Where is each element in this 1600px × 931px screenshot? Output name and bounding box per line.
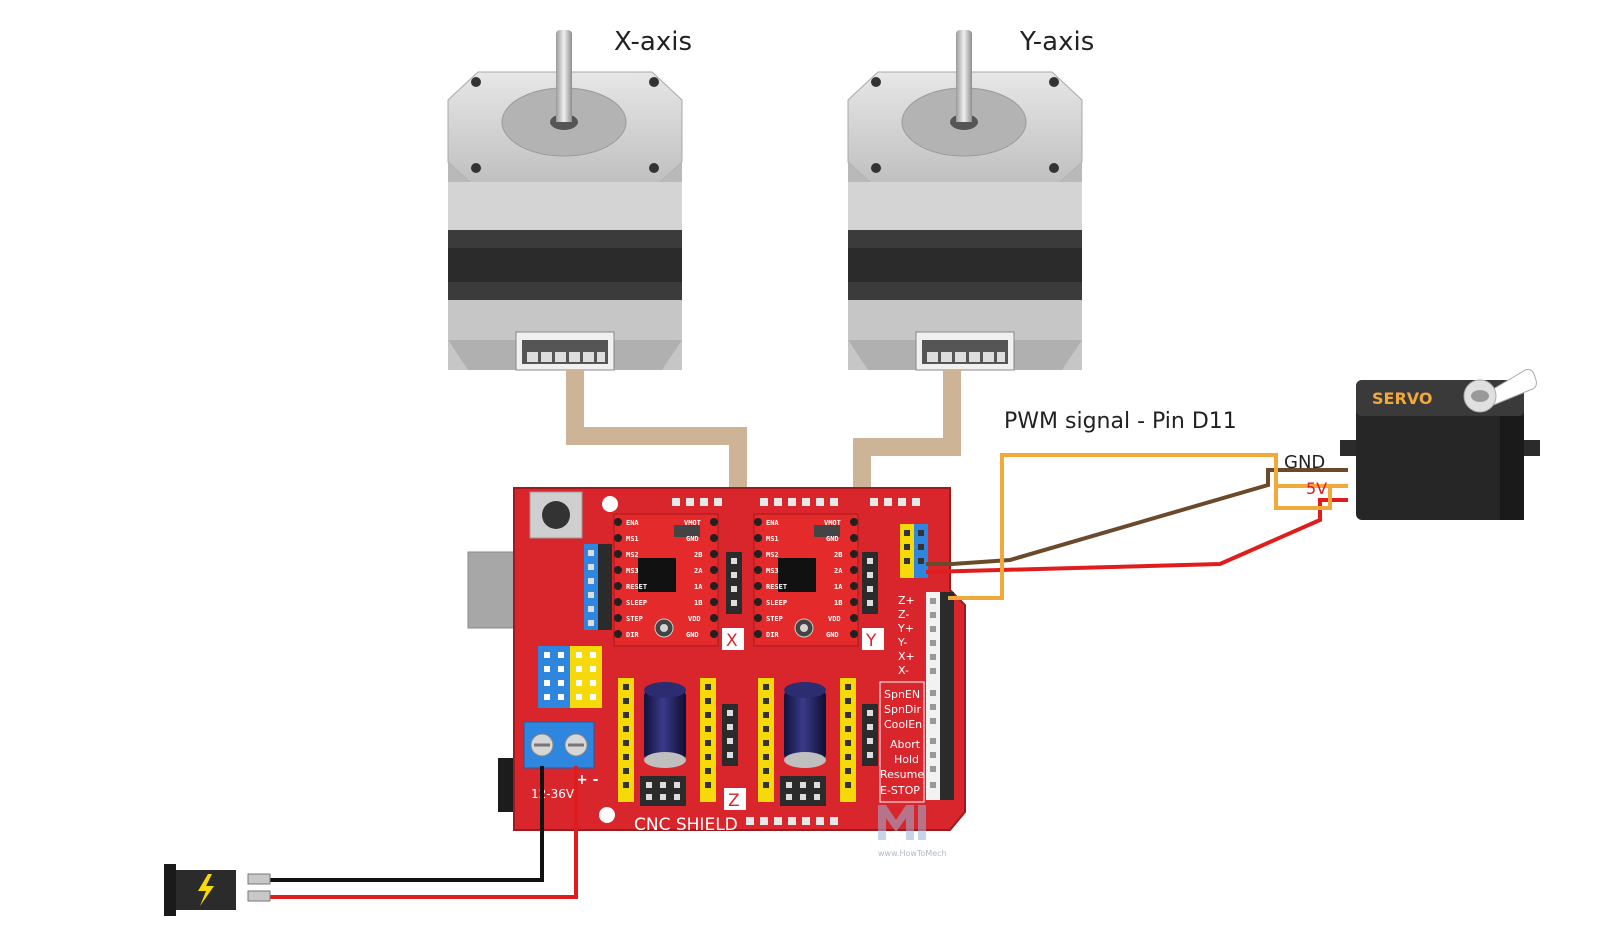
svg-text:Z-: Z-: [898, 608, 909, 621]
reset-button-cap: [542, 501, 570, 529]
driver-z-label: Z: [728, 791, 740, 811]
svg-text:RESET: RESET: [766, 583, 787, 591]
control-labels: SpnEN SpnDir CoolEn Abort Hold Resume E-…: [880, 688, 924, 797]
5v-label: 5V: [1306, 479, 1327, 498]
svg-text:STEP: STEP: [766, 615, 783, 623]
servo-signal-wire: [948, 453, 1348, 600]
svg-text:1B: 1B: [834, 599, 842, 607]
svg-text:SLEEP: SLEEP: [626, 599, 647, 607]
svg-text:GND: GND: [686, 631, 699, 639]
svg-text:1A: 1A: [694, 583, 703, 591]
servo-5v-wire: [925, 498, 1348, 574]
svg-text:SpnEN: SpnEN: [884, 688, 920, 701]
howtomech-watermark: www.HowToMech: [878, 805, 947, 858]
x-axis-label: X-axis: [614, 27, 692, 57]
power-wire-positive: [270, 766, 578, 899]
driver-x-label: X: [726, 631, 738, 651]
servo-brand: SERVO: [1372, 389, 1432, 408]
svg-text:GND: GND: [826, 631, 839, 639]
svg-text:www.HowToMech: www.HowToMech: [878, 849, 947, 858]
svg-text:VDD: VDD: [688, 615, 701, 623]
pwm-signal-label: PWM signal - Pin D11: [1004, 409, 1237, 434]
svg-text:E-STOP: E-STOP: [880, 784, 920, 797]
svg-text:X-: X-: [898, 664, 909, 677]
svg-text:DIR: DIR: [626, 631, 639, 639]
svg-text:DIR: DIR: [766, 631, 779, 639]
lightning-icon: [198, 874, 214, 906]
svg-text:VDD: VDD: [828, 615, 841, 623]
svg-text:SpnDir: SpnDir: [884, 703, 921, 716]
svg-text:2A: 2A: [694, 567, 703, 575]
svg-text:RESET: RESET: [626, 583, 647, 591]
svg-text:VMOT: VMOT: [684, 519, 701, 527]
svg-text:1B: 1B: [694, 599, 702, 607]
svg-text:GND: GND: [686, 535, 699, 543]
svg-text:X+: X+: [898, 650, 915, 663]
capacitor-1: [644, 682, 686, 768]
shield-title: CNC SHIELD: [634, 815, 738, 835]
svg-text:MS2: MS2: [766, 551, 779, 559]
endstop-labels: Z+ Z- Y+ Y- X+ X-: [897, 594, 915, 677]
driver-y-label: Y: [865, 631, 877, 651]
svg-text:SLEEP: SLEEP: [766, 599, 787, 607]
svg-text:ENA: ENA: [626, 519, 639, 527]
stepper-motor-y: [847, 30, 1083, 371]
svg-text:GND: GND: [826, 535, 839, 543]
svg-text:MS2: MS2: [626, 551, 639, 559]
y-axis-label: Y-axis: [1019, 27, 1094, 57]
svg-text:1A: 1A: [834, 583, 843, 591]
power-wire-negative: [270, 766, 544, 882]
cnc-shield-board: 12-36V + - ENA MS1 MS2 MS3 RESET SLEEP S…: [467, 487, 966, 835]
svg-text:2B: 2B: [694, 551, 702, 559]
dc-power-supply: [164, 864, 236, 916]
svg-text:2A: 2A: [834, 567, 843, 575]
svg-text:+ -: + -: [576, 772, 599, 788]
usb-connector: [467, 551, 521, 629]
svg-text:ENA: ENA: [766, 519, 779, 527]
svg-text:Abort: Abort: [890, 738, 921, 751]
svg-text:Y+: Y+: [897, 622, 914, 635]
svg-text:MS1: MS1: [766, 535, 779, 543]
svg-text:VMOT: VMOT: [824, 519, 841, 527]
svg-text:CoolEn: CoolEn: [884, 718, 922, 731]
svg-text:MS1: MS1: [626, 535, 639, 543]
svg-text:MS3: MS3: [626, 567, 639, 575]
svg-text:Hold: Hold: [894, 753, 919, 766]
svg-text:Resume: Resume: [880, 768, 924, 781]
svg-text:Y-: Y-: [897, 636, 907, 649]
capacitor-2: [784, 682, 826, 768]
svg-text:MS3: MS3: [766, 567, 779, 575]
svg-text:STEP: STEP: [626, 615, 643, 623]
driver-y: ENA MS1 MS2 MS3 RESET SLEEP STEP DIR VMO…: [753, 513, 859, 647]
svg-text:2B: 2B: [834, 551, 842, 559]
svg-text:Z+: Z+: [898, 594, 915, 607]
gnd-label: GND: [1284, 452, 1325, 473]
driver-x: ENA MS1 MS2 MS3 RESET SLEEP STEP DIR VMO…: [613, 513, 719, 647]
servo-motor: SERVO: [1340, 368, 1540, 520]
servo-gnd-wire: [926, 468, 1348, 566]
voltage-label: 12-36V: [531, 787, 575, 801]
stepper-motor-x: [447, 30, 683, 371]
